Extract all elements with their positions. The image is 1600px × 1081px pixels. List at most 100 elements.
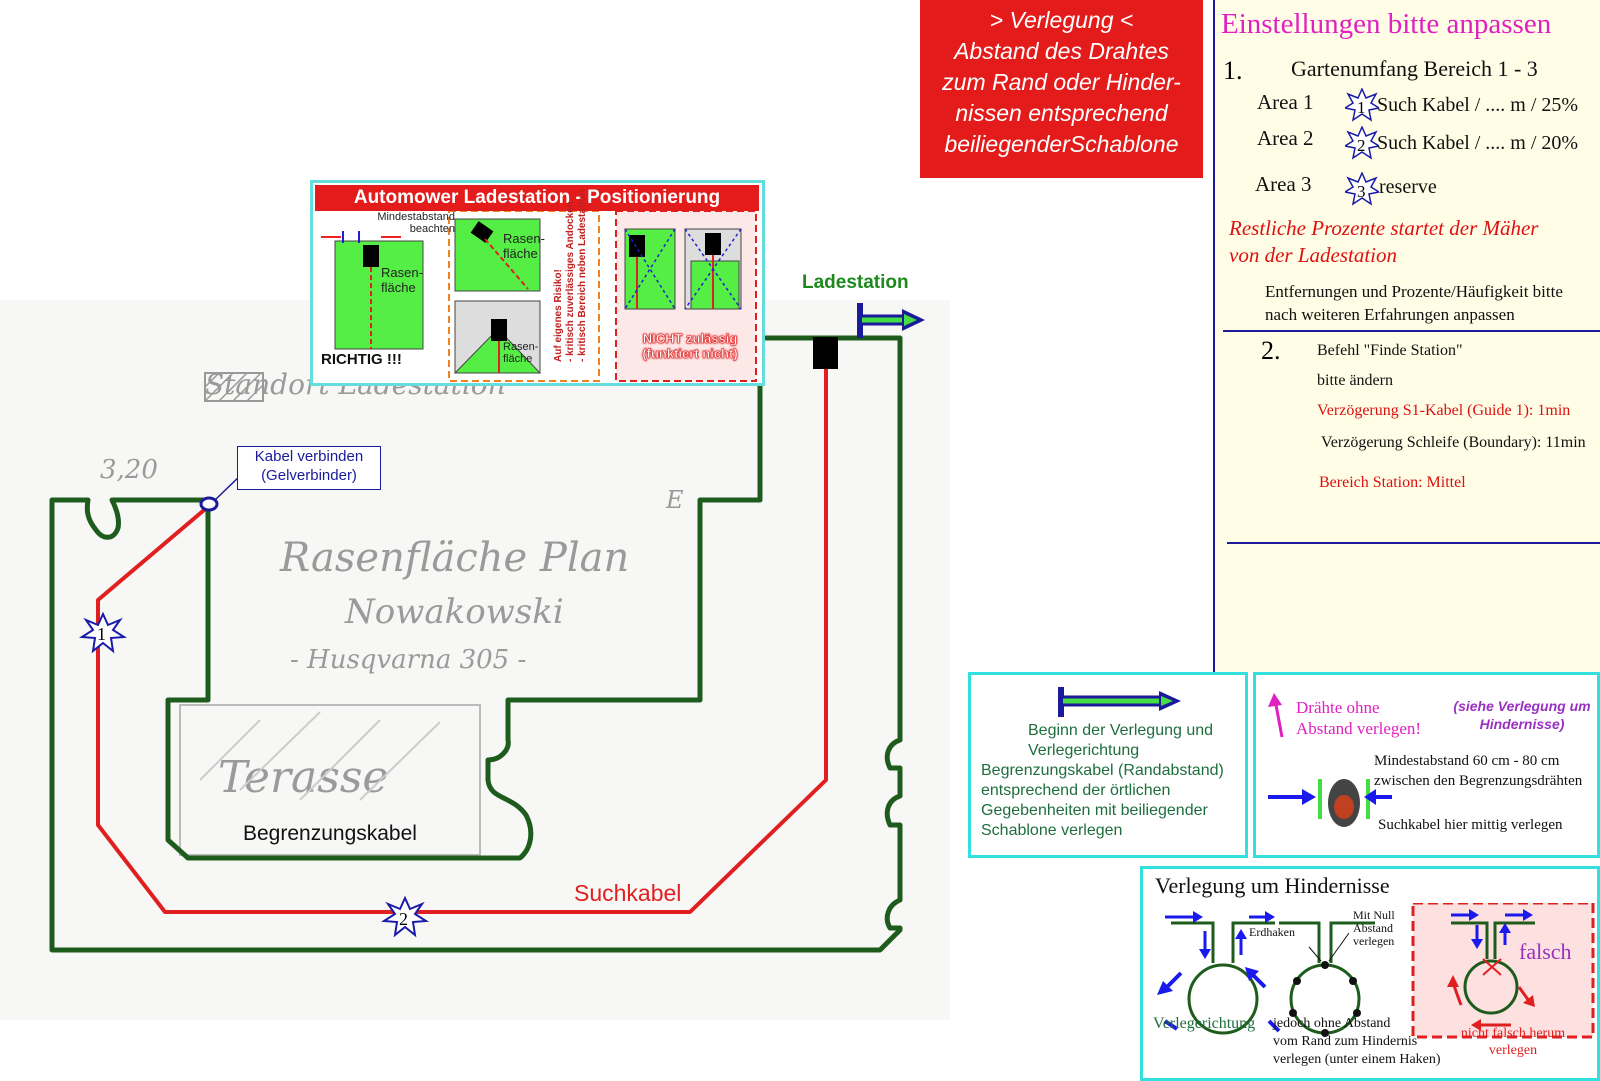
- settings-star-3-label: 3: [1357, 182, 1366, 201]
- charging-positioning-title: Automower Ladestation - Positionierung: [315, 185, 759, 211]
- area-3-text: reserve: [1379, 176, 1437, 198]
- min-gap-line1: Mindestabstand 60 cm - 80 cm: [1374, 753, 1560, 769]
- banner-line1: > Verlegung <: [989, 7, 1134, 33]
- terrace-hatch: [199, 711, 441, 801]
- guide-cable-label: Suchkabel: [574, 880, 682, 906]
- banner-line2: Abstand des Drahtes: [954, 38, 1169, 64]
- obstacle-direction-label: Verlegerichtung: [1153, 1015, 1256, 1032]
- legend-start-line3: Begrenzungskabel (Randabstand): [981, 762, 1224, 779]
- wrong-label: falsch: [1519, 939, 1572, 964]
- not-allowed-line1: NICHT zulässig: [642, 331, 738, 347]
- obstacles-title: Verlegung um Hindernisse: [1155, 873, 1390, 898]
- settings-panel: Einstellungen bitte anpassen 1. Gartenum…: [1213, 0, 1600, 672]
- installation-banner: > Verlegung < Abstand des Drahtes zum Ra…: [920, 0, 1203, 178]
- boundary-cable-label: Begrenzungskabel: [243, 822, 417, 845]
- zero-gap-note: Mit Null Abstand verlegen: [1353, 909, 1395, 948]
- start-direction-arrow-icon: [1058, 687, 1181, 717]
- step2-subtitle: bitte ändern: [1317, 372, 1393, 389]
- lawn-label-risk-bottom: Rasen- fläche: [503, 341, 539, 365]
- legend-start-line1: Beginn der Verlegung und: [1028, 722, 1214, 739]
- ground-hook-label: Erdhaken: [1249, 925, 1295, 939]
- mower-between-wires-icon: [1268, 779, 1392, 827]
- banner-line3: zum Rand oder Hinder-: [942, 69, 1181, 95]
- area-1-label: Area 1: [1257, 90, 1314, 114]
- min-distance-label: Mindestabstand beachten: [377, 211, 455, 235]
- see-obstacles-line2: Hindernisse): [1479, 716, 1565, 732]
- step1-title: Gartenumfang Bereich 1 - 3: [1291, 56, 1538, 81]
- center-guide-note: Suchkabel hier mittig verlegen: [1378, 817, 1563, 833]
- delay-s1-setting: Verzögerung S1-Kabel (Guide 1): 1min: [1317, 402, 1571, 419]
- magenta-arrow-icon: [1268, 693, 1284, 738]
- hand-terasse-label: Terasse: [218, 752, 389, 803]
- area-1-star-label: 1: [97, 624, 106, 644]
- area-2-label: Area 2: [1257, 126, 1314, 150]
- area-2-star-label: 2: [399, 909, 408, 929]
- settings-divider-2: [1227, 542, 1600, 544]
- not-wrong-way-note: nicht falsch herum verlegen: [1443, 1025, 1583, 1059]
- garden-plan-diagram: [49, 303, 925, 953]
- not-allowed-label: NICHT zulässig (funktiert nicht): [625, 331, 755, 362]
- settings-star-2-icon: [1345, 126, 1379, 160]
- rest-percent-line2: von der Ladestation: [1229, 243, 1397, 267]
- area-1-text: Such Kabel / .... m / 25%: [1377, 94, 1579, 116]
- cable-connector-icon: [199, 496, 219, 512]
- terrace-sketch: [179, 704, 481, 856]
- no-gap-note: jedoch ohne Abstand vom Rand zum Hindern…: [1273, 1015, 1441, 1069]
- zero-gap-line3: verlegen: [1353, 934, 1395, 948]
- lawn-label-risk-top: Rasen- fläche: [503, 231, 545, 261]
- boundary-cable-path: [49, 335, 903, 953]
- legend-obstacles-box: Verlegung um Hindernisse: [1140, 866, 1600, 1081]
- legend-start-line2: Verlegerichtung: [1028, 742, 1140, 759]
- wires-no-gap-line2: Abstand verlegen!: [1296, 719, 1422, 738]
- step2-number: 2.: [1261, 336, 1281, 365]
- legend-start-line6: Schablone verlegen: [981, 822, 1123, 839]
- guide-cable-path: [96, 345, 828, 914]
- see-obstacles-note: (siehe Verlegung um Hindernisse): [1452, 697, 1592, 733]
- min-gap-note: Mindestabstand 60 cm - 80 cm zwischen de…: [1374, 751, 1582, 791]
- hand-dimension-label: 3,20: [100, 455, 158, 485]
- area-3-label: Area 3: [1255, 172, 1312, 196]
- cable-connect-note: Kabel verbinden (Gelverbinder): [237, 446, 381, 490]
- hand-e-label: E: [666, 486, 684, 514]
- station-area-setting: Bereich Station: Mittel: [1319, 474, 1466, 491]
- not-wrong-way-line1: nicht falsch herum: [1460, 1026, 1566, 1041]
- legend-start-line4: entsprechend der örtlichen: [981, 782, 1171, 799]
- hand-plan-title: Rasenfläche Plan: [280, 535, 630, 581]
- not-wrong-way-line2: verlegen: [1488, 1043, 1538, 1058]
- legend-start-box: Beginn der Verlegung und Verlegerichtung…: [968, 672, 1248, 858]
- no-gap-line3: verlegen (unter einem Haken): [1273, 1052, 1441, 1067]
- legend-start-line5: Gegebenheiten mit beiliegender: [981, 802, 1208, 819]
- see-obstacles-line1: (siehe Verlegung um: [1453, 698, 1591, 714]
- legend-start-text: Beginn der Verlegung und Verlegerichtung…: [981, 721, 1241, 841]
- ladestation-arrow-icon: [857, 303, 925, 338]
- settings-star-2-label: 2: [1357, 136, 1366, 155]
- settings-star-1-icon: [1345, 88, 1379, 122]
- risk-note-line2: - kritisch zuverlässiges Andocken: [565, 201, 576, 362]
- correct-label: RICHTIG !!!: [321, 351, 402, 368]
- legend-wires-box: Drähte ohne Abstand verlegen! (siehe Ver…: [1253, 672, 1600, 858]
- positioning-illustrations: [321, 211, 757, 382]
- banner-line4: nissen entsprechend: [955, 100, 1168, 126]
- hand-plan-model: - Husqvarna 305 -: [290, 645, 527, 675]
- adjust-note-line2: nach weiteren Erfahrungen anpassen: [1265, 305, 1515, 324]
- cable-connect-line2: (Gelverbinder): [261, 467, 357, 484]
- zero-gap-line2: Abstand: [1353, 921, 1393, 935]
- area-1-star-icon: [78, 611, 128, 654]
- wires-no-gap-line1: Drähte ohne: [1296, 698, 1380, 717]
- risk-notes: Auf eigenes Risiko! - kritisch zuverläss…: [553, 190, 588, 367]
- hand-plan-owner: Nowakowski: [345, 592, 564, 632]
- settings-title: Einstellungen bitte anpassen: [1221, 8, 1552, 40]
- zero-gap-line1: Mit Null: [1353, 908, 1395, 922]
- min-gap-line2: zwischen den Begrenzungsdrähten: [1374, 773, 1583, 789]
- standort-hatch-icon: [204, 372, 264, 402]
- ladestation-label: Ladestation: [802, 272, 909, 293]
- adjust-note-line1: Entfernungen und Prozente/Häufigkeit bit…: [1265, 282, 1563, 301]
- no-gap-line1: jedoch ohne Abstand: [1273, 1016, 1391, 1031]
- settings-star-3-icon: [1345, 172, 1379, 206]
- banner-line5: beiliegenderSchablone: [944, 131, 1179, 157]
- charging-station-positioning-panel: Automower Ladestation - Positionierung M…: [310, 180, 765, 386]
- obstacle-diagrams: [1157, 903, 1595, 1039]
- adjust-note: Entfernungen und Prozente/Häufigkeit bit…: [1265, 280, 1563, 326]
- risk-note-line1: Auf eigenes Risiko!: [553, 269, 564, 362]
- area-2-text: Such Kabel / .... m / 20%: [1377, 132, 1579, 154]
